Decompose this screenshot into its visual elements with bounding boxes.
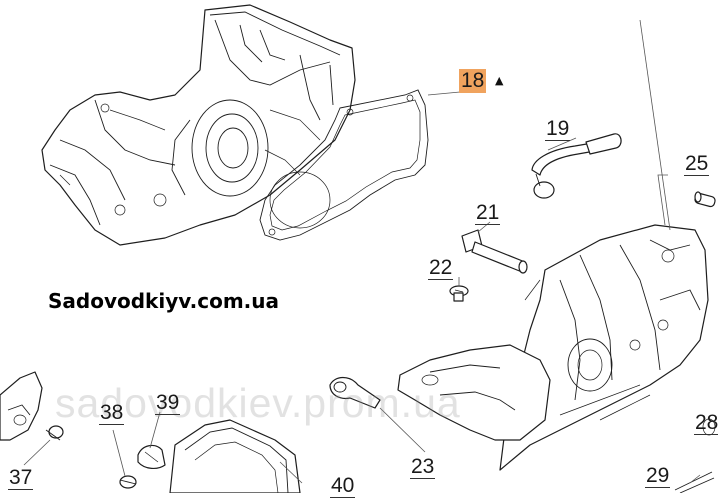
pin-part bbox=[694, 191, 716, 208]
fuel-pipe-part bbox=[531, 133, 622, 199]
leader-lines bbox=[23, 19, 701, 484]
callout-37: 37 bbox=[8, 466, 34, 490]
site-label: Sadovodkiyv.com.ua bbox=[48, 289, 280, 313]
bolt-part bbox=[461, 229, 528, 274]
filter-part bbox=[169, 419, 301, 493]
screw-38-part bbox=[45, 425, 137, 489]
callout-25: 25 bbox=[684, 152, 710, 176]
callout-40: 40 bbox=[330, 474, 356, 498]
callout-23: 23 bbox=[410, 455, 436, 479]
warning-triangle-icon: ▲ bbox=[495, 74, 504, 87]
watermark-text: sadovodkiev.prom.ua bbox=[55, 380, 461, 426]
callout-19: 19 bbox=[545, 117, 571, 141]
callout-39: 39 bbox=[155, 391, 181, 415]
callout-22: 22 bbox=[428, 256, 454, 280]
gasket-part bbox=[259, 89, 429, 241]
callout-29: 29 bbox=[645, 464, 671, 488]
screw-part bbox=[449, 285, 469, 302]
callout-38: 38 bbox=[99, 401, 125, 425]
rod-part bbox=[674, 471, 715, 493]
washer-part bbox=[702, 418, 716, 436]
lever-part bbox=[329, 376, 381, 409]
callout-18: 18 bbox=[459, 69, 487, 93]
crankcase-part bbox=[41, 4, 356, 246]
callout-21: 21 bbox=[475, 201, 501, 225]
bracket-part bbox=[0, 371, 43, 441]
clip-part bbox=[137, 444, 166, 469]
housing-part bbox=[397, 224, 709, 471]
callout-28: 28 bbox=[694, 411, 718, 435]
